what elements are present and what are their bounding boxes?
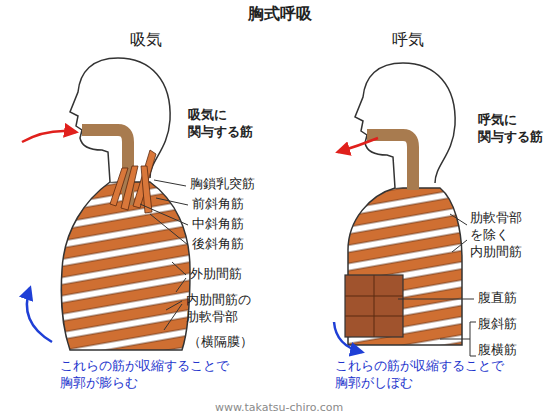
leader-line [154, 180, 186, 186]
muscle-label: 腹直筋 [478, 290, 517, 307]
leader-line [450, 214, 467, 225]
airway [367, 135, 413, 190]
muscle-label: 外肋間筋 [190, 266, 242, 283]
muscle-label: （横隔膜） [188, 334, 253, 351]
muscle-label: 前斜角筋 [192, 196, 244, 213]
muscle-segments [345, 275, 403, 337]
leader-lines [398, 214, 476, 356]
leader-lines [140, 180, 188, 330]
note: これらの筋が収縮することで 胸郭が膨らむ [60, 358, 237, 392]
muscle-label: 中斜角筋 [192, 216, 244, 233]
muscle-label: 肋軟骨部 を除く 内肋間筋 [470, 210, 530, 261]
muscle-label: 後斜角筋 [192, 236, 244, 253]
leader-line [166, 301, 182, 310]
expand-arrow [27, 288, 52, 342]
head [355, 63, 455, 190]
leader-line [176, 278, 186, 292]
column-heading: 吸気 [130, 30, 162, 51]
leader-line [156, 198, 188, 205]
leader-line [398, 299, 474, 300]
head-outline [70, 58, 170, 182]
shrink-arrow [334, 322, 362, 352]
note: これらの筋が収縮することで 胸郭がしぼむ [335, 358, 512, 392]
leader-line [164, 304, 182, 330]
leader-line [440, 339, 470, 340]
leader-line [172, 262, 186, 275]
abdominal-muscles [345, 275, 403, 337]
muscle-label: 胸鎖乳突筋 [190, 176, 255, 193]
inhale-arrow [22, 131, 76, 142]
head-outline [355, 63, 455, 188]
scalene-muscle [141, 166, 152, 213]
muscle-label: 腹横筋 [478, 342, 517, 359]
leader-line [140, 204, 188, 225]
title: 胸式呼吸 [248, 4, 312, 25]
muscle-label: 内肋間筋の 肋軟骨部 [186, 292, 259, 326]
group-label: 呼気に 関与する筋 [478, 112, 551, 146]
leader-line [150, 214, 188, 245]
scalene-muscle [121, 166, 138, 210]
exhale-arrow [338, 138, 378, 152]
watermark: www.takatsu-chiro.com [215, 401, 343, 415]
leader-line [452, 240, 467, 252]
muscle-label: 腹斜筋 [478, 316, 517, 333]
bracket [470, 322, 476, 356]
airway [82, 130, 128, 205]
group-label: 吸気に 関与する筋 [188, 107, 261, 141]
column-heading: 呼気 [392, 30, 424, 51]
